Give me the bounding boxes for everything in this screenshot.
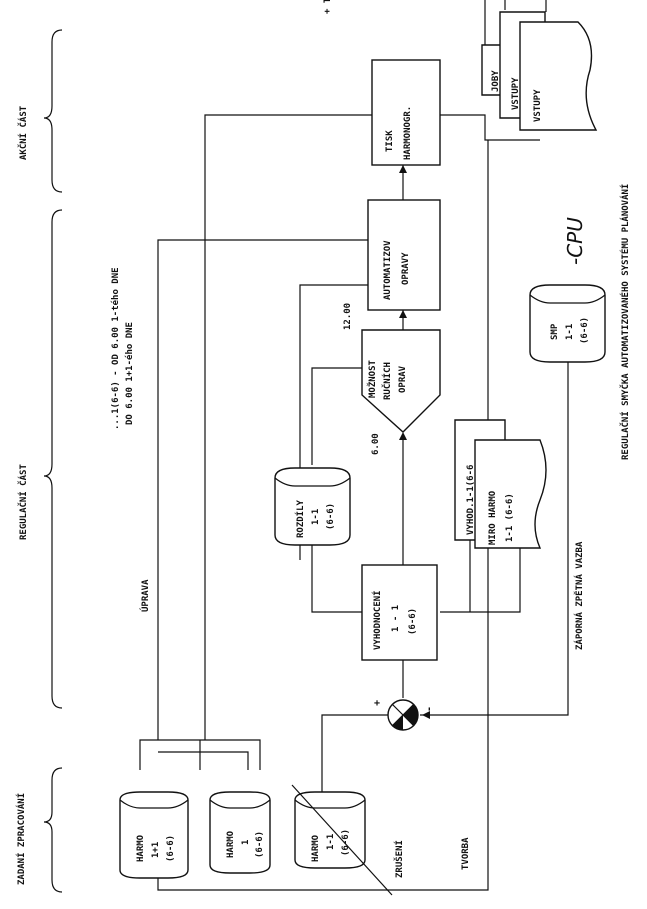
label-zaporna: ZÁPORNÁ ZPĚTNÁ VAZBA: [573, 541, 585, 650]
block-moznost-l1: MOŽNOST: [366, 359, 378, 398]
drum-harmo-prev-l3: (6-6): [341, 829, 351, 856]
drum-harmo-prev-l2: 1-1: [326, 834, 336, 850]
line-vyh-rozdily: [311, 540, 365, 613]
drum-smp-l3: (6-6): [580, 317, 590, 344]
line-akcni-top: [204, 114, 375, 740]
block-moznost-l3: OPRAV: [398, 365, 408, 393]
block-vyhodnoceni-l1: VYHODNOCENÍ: [371, 590, 383, 650]
line-vyh-docs: [440, 540, 521, 613]
drum-harmo-prev-l1: HARMO: [311, 834, 321, 862]
drum-harmo-cur-l3: (6-6): [255, 831, 265, 858]
block-vyhodnoceni-l2: 1 - 1: [391, 605, 401, 632]
drum-harmo-next: HARMO 1+1 (6-6): [119, 791, 189, 879]
drum-harmo-cur-l2: 1: [241, 840, 251, 845]
drum-rozdily-l3: (6-6): [326, 503, 336, 530]
block-vyhodnoceni: VYHODNOCENÍ 1 - 1 (6-6): [361, 564, 438, 661]
label-zruseni: ZRUŠENÍ: [393, 840, 405, 878]
block-automatizov: AUTOMATIZOV OPRAVY: [367, 199, 441, 311]
line-comp-in: [321, 714, 390, 800]
brace-zadani: [43, 767, 63, 893]
doc-miro-l1: MIRO HARMO: [488, 490, 498, 545]
drum-rozdily-l2: 1-1: [311, 509, 321, 525]
brace-akcni: [43, 29, 63, 193]
block-vyhodnoceni-l3: (6-6): [408, 608, 418, 635]
doc-vstupy-2: VSTUPY: [519, 21, 598, 131]
arrow-to-moznost: [399, 432, 407, 440]
block-moznost-l2: RUČNÍCH: [381, 362, 393, 400]
drum-rozdily-l1: ROZDÍLY: [294, 499, 306, 538]
note-line1: ...1(6-6) - OD 6.00 1-tého DNE: [110, 267, 121, 430]
doc-vstupy2-l1: VSTUPY: [533, 89, 543, 122]
note-line2: DO 6.00 1+1-ého DNE: [124, 322, 135, 425]
drum-smp: SMP 1-1 (6-6): [529, 284, 606, 363]
label-6-00: 6.00: [371, 433, 381, 455]
block-tisk-l1: TISK: [385, 130, 395, 152]
drum-harmo-prev: HARMO 1-1 (6-6): [291, 784, 393, 896]
drum-smp-l1: SMP: [550, 323, 560, 340]
brace-regulacni: [43, 209, 63, 709]
block-tisk: TISK HARMONOGR.: [371, 59, 441, 166]
doc-miro: MIRO HARMO 1-1 (6-6): [474, 439, 547, 549]
block-automatizov-l2: OPRAVY: [401, 252, 411, 285]
doc-vstupy1-l1: VSTUPY: [511, 77, 521, 110]
block-automatizov-l1: AUTOMATIZOV: [383, 240, 393, 300]
drum-harmo-next-l2: 1+1: [151, 842, 161, 858]
section-zadani: ZADANÍ ZPRACOVÁNÍ: [15, 793, 27, 885]
doc-joby-l1: JOBY: [491, 70, 501, 92]
drum-harmo-cur-l1: HARMO: [226, 830, 236, 858]
drum-harmo-next-l1: HARMO: [136, 834, 146, 862]
arrow-to-auto: [399, 310, 407, 318]
doc-miro-l2: 1-1 (6-6): [505, 493, 515, 542]
cpu-label: -CPU: [563, 217, 587, 265]
line-tisk-out: [440, 114, 540, 141]
label-oprava: ÚPRAVA: [139, 579, 151, 612]
drum-harmo-cur: HARMO 1 (6-6): [209, 791, 271, 874]
block-moznost: MOŽNOST RUČNÍCH OPRAV: [361, 329, 441, 433]
doc-vyhod-l1: VYHOD.1-1(6-6: [466, 465, 476, 535]
section-regulacni: REGULAČNÍ ČÁST: [17, 464, 29, 540]
drum-harmo-next-l3: (6-6): [166, 835, 176, 862]
line-oprava-up: [157, 239, 375, 740]
line-rozdily-moz: [311, 367, 370, 465]
arrow-feedback: [422, 711, 430, 719]
label-tvorba: TVORBA: [461, 837, 471, 870]
section-akcni: AKČNÍ ČÁST: [17, 105, 29, 160]
arrow-to-tisk: [399, 165, 407, 173]
comparator: + -: [374, 698, 435, 731]
strike-line: [291, 784, 393, 896]
top-fragment: + TIC: [323, 0, 333, 14]
caption: REGULAČNÍ SMYČKA AUTOMATIZOVANÉHO SYSTÉM…: [619, 184, 631, 460]
comp-minus: -: [424, 706, 435, 712]
drum-smp-l2: 1-1: [565, 324, 575, 340]
line-oprava-bus2: [158, 751, 249, 770]
drum-rozdily: ROZDÍLY 1-1 (6-6): [274, 467, 351, 546]
line-feedback: [420, 360, 569, 716]
comp-plus: +: [374, 698, 380, 709]
block-tisk-l2: HARMONOGR.: [403, 106, 413, 160]
label-12-00: 12.00: [343, 303, 353, 330]
